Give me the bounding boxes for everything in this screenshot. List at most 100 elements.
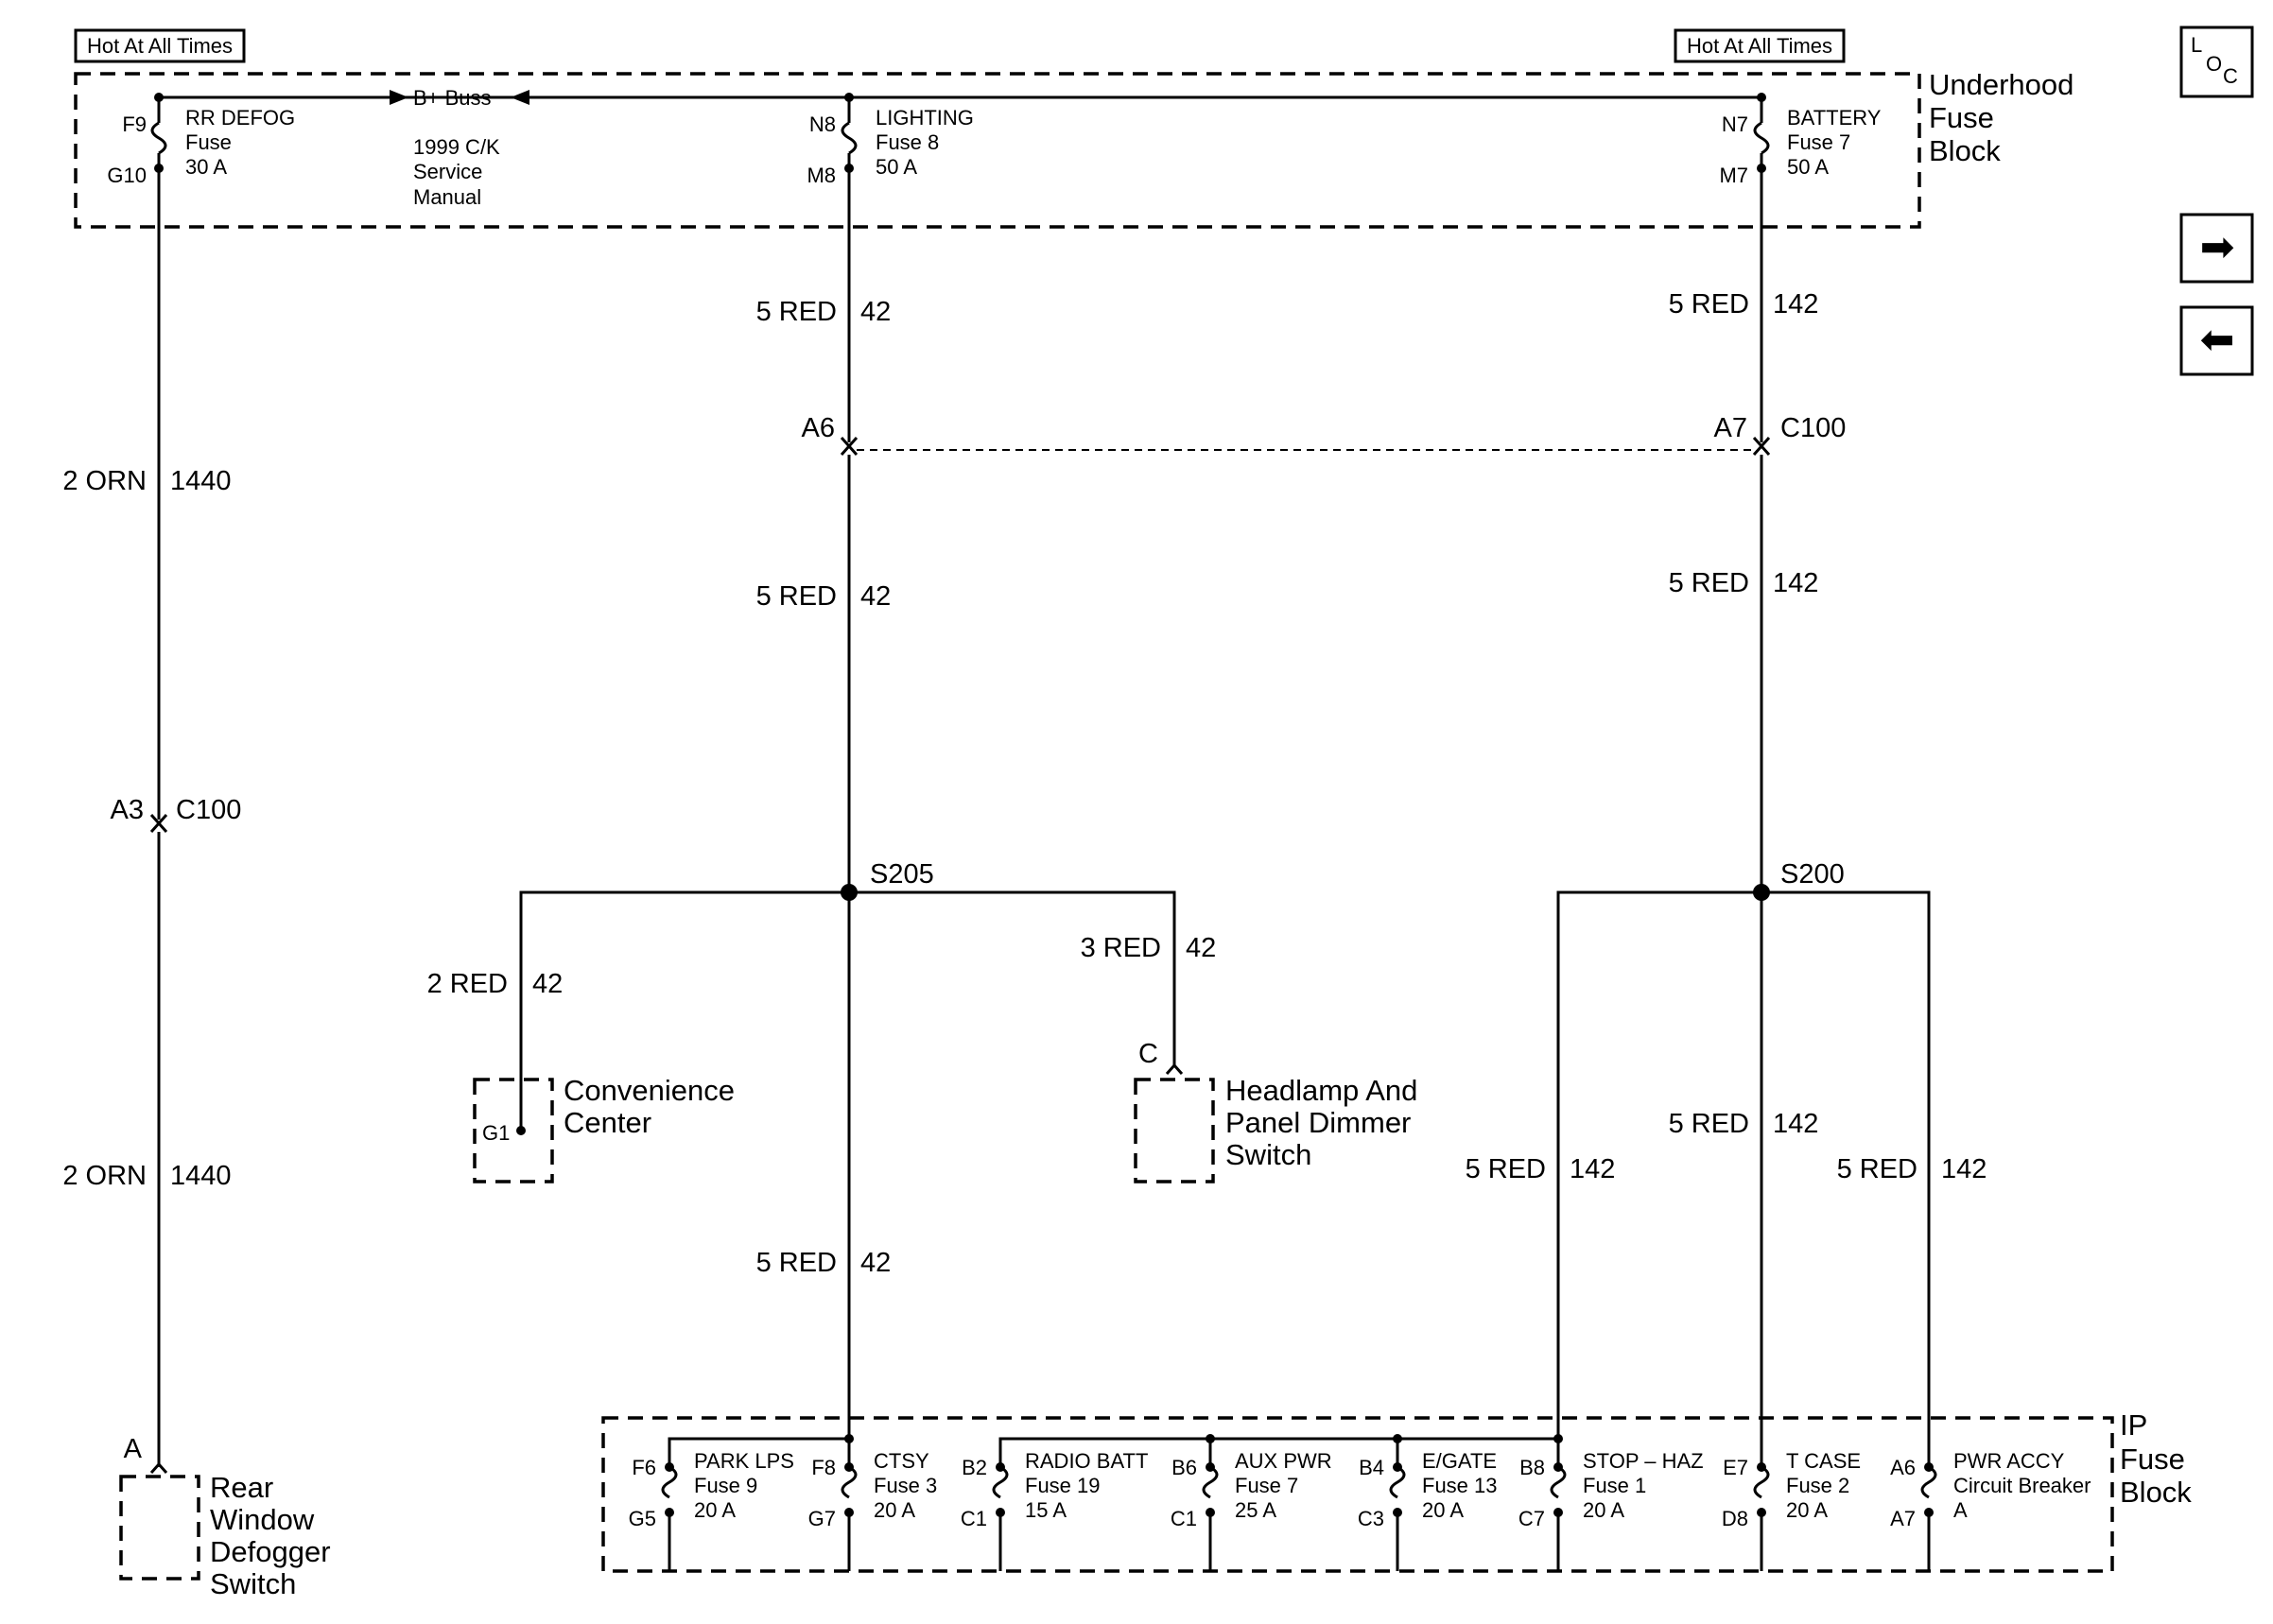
fuse-pin-top: N8 bbox=[809, 112, 836, 136]
wire-42-c-color: 5 RED bbox=[756, 1248, 837, 1278]
wire-142-a-circuit: 142 bbox=[1773, 289, 1818, 320]
ip-fuse-rating: 20 A bbox=[1583, 1498, 1624, 1522]
convenience-label-line1: Convenience bbox=[564, 1074, 735, 1107]
connector-a7-male bbox=[1752, 443, 1771, 456]
fuse-label: Fuse 7 bbox=[1787, 130, 1850, 154]
ip-fuse-label: Fuse 2 bbox=[1786, 1474, 1849, 1497]
ip-title-line2: Fuse bbox=[2120, 1443, 2185, 1476]
connector-c100-right-label: C100 bbox=[1780, 413, 1846, 443]
ip-fuse-pin-bottom: G7 bbox=[808, 1507, 836, 1530]
ip-fuse-pin-bottom: C7 bbox=[1518, 1507, 1545, 1530]
fuse-name: BATTERY bbox=[1787, 106, 1882, 130]
ip-fuse-rating: 15 A bbox=[1025, 1498, 1067, 1522]
fuse-pin-top: N7 bbox=[1722, 112, 1748, 136]
ip-fuse-pin-bottom: G5 bbox=[629, 1507, 656, 1530]
fuse-rating: 30 A bbox=[185, 155, 227, 179]
ip-fuse-name: RADIO BATT bbox=[1025, 1449, 1148, 1473]
connector-a7-label: A7 bbox=[1714, 413, 1747, 443]
forward-button[interactable]: ➡ bbox=[2179, 213, 2254, 284]
rear-window-pin-label: A bbox=[124, 1434, 143, 1464]
fuse-name: RR DEFOG bbox=[185, 106, 295, 130]
ip-fuse-rating: 20 A bbox=[694, 1498, 736, 1522]
wire-142-b-circuit: 142 bbox=[1773, 568, 1818, 598]
wire-142-left-circuit: 142 bbox=[1570, 1154, 1615, 1184]
ip-fuse-label: Fuse 9 bbox=[694, 1474, 757, 1497]
connector-a6-male bbox=[840, 443, 859, 456]
headlamp-pin-label: C bbox=[1138, 1039, 1158, 1069]
ip-fuse-pin-bottom: C1 bbox=[1171, 1507, 1197, 1530]
wire-142-left-color: 5 RED bbox=[1466, 1154, 1546, 1184]
wire-1440-lower-circuit: 1440 bbox=[170, 1161, 232, 1191]
ip-fuse-pin-top: B2 bbox=[962, 1456, 987, 1479]
wire-142-branches bbox=[1556, 890, 1931, 1439]
headlamp-label-line2: Panel Dimmer bbox=[1225, 1106, 1411, 1139]
fuse-label: Fuse 8 bbox=[876, 130, 939, 154]
bbuss-line4: Manual bbox=[413, 185, 481, 209]
connector-a6-label: A6 bbox=[802, 413, 835, 443]
hot-label-right-text: Hot At All Times bbox=[1687, 34, 1832, 58]
location-button[interactable]: L O C bbox=[2179, 26, 2254, 98]
underhood-title-line1: Underhood bbox=[1929, 68, 2073, 101]
wire-142-c-circuit: 142 bbox=[1773, 1109, 1818, 1139]
ip-fuse-pin-bottom: C3 bbox=[1358, 1507, 1384, 1530]
wire-42-b-color: 5 RED bbox=[756, 581, 837, 612]
ip-fuse-name: T CASE bbox=[1786, 1449, 1861, 1473]
ip-title-line1: IP bbox=[2120, 1408, 2147, 1442]
rear-window-label-line4: Switch bbox=[210, 1567, 296, 1600]
underhood-title-line3: Block bbox=[1929, 134, 2001, 167]
wire-42-a-color: 5 RED bbox=[756, 297, 837, 327]
hot-label-left-text: Hot At All Times bbox=[87, 34, 233, 58]
fuse-rating: 50 A bbox=[1787, 155, 1829, 179]
bbuss-line1: B+ Buss bbox=[413, 86, 492, 110]
underhood-fuse-battery: N7 M7 BATTERY Fuse 7 50 A bbox=[1719, 93, 1882, 187]
rear-window-pin-icon bbox=[149, 1461, 168, 1474]
ip-fuse-pin-top: B4 bbox=[1359, 1456, 1384, 1479]
rear-window-label-line2: Window bbox=[210, 1503, 315, 1536]
fuse-pin-top: F9 bbox=[122, 112, 147, 136]
fuse-pin-bottom: G10 bbox=[107, 164, 147, 187]
wire-conv-color: 2 RED bbox=[427, 969, 508, 999]
fuse-label: Fuse bbox=[185, 130, 232, 154]
loc-letter-o: O bbox=[2206, 52, 2222, 76]
headlamp-label-line3: Switch bbox=[1225, 1138, 1311, 1171]
ip-fuse-pin-top: B6 bbox=[1171, 1456, 1197, 1479]
ip-fuse-rating: 20 A bbox=[1422, 1498, 1464, 1522]
wire-142-c-color: 5 RED bbox=[1669, 1109, 1749, 1139]
headlamp-label-line1: Headlamp And bbox=[1225, 1074, 1417, 1107]
wire-42-c-circuit: 42 bbox=[860, 1248, 891, 1278]
ip-fuse-rating: 25 A bbox=[1235, 1498, 1276, 1522]
rear-window-label-line3: Defogger bbox=[210, 1535, 331, 1568]
fuse-pin-bottom: M8 bbox=[807, 164, 836, 187]
fuse-pin-bottom: M7 bbox=[1719, 164, 1748, 187]
bbuss-line3: Service bbox=[413, 160, 482, 183]
splice-s205-label: S205 bbox=[870, 859, 934, 890]
ip-fuse-name: E/GATE bbox=[1422, 1449, 1497, 1473]
wire-headlamp-circuit: 42 bbox=[1186, 933, 1216, 963]
buss-arrow-right-icon bbox=[390, 90, 408, 105]
underhood-fuse-rr-defog: F9 G10 RR DEFOG Fuse 30 A bbox=[107, 93, 295, 187]
back-button[interactable]: ⬅ bbox=[2179, 305, 2254, 376]
wire-1440-lower-color: 2 ORN bbox=[62, 1161, 147, 1191]
wire-conv-circuit: 42 bbox=[532, 969, 563, 999]
ip-fuse-pin-top: F8 bbox=[811, 1456, 836, 1479]
ip-fuse-label: Fuse 1 bbox=[1583, 1474, 1646, 1497]
ip-fuse-label: Fuse 19 bbox=[1025, 1474, 1101, 1497]
underhood-fuse-block-outline bbox=[74, 72, 1921, 229]
ip-fuse-pin-top: F6 bbox=[632, 1456, 656, 1479]
wire-42-b-circuit: 42 bbox=[860, 581, 891, 612]
loc-letter-l: L bbox=[2191, 33, 2202, 57]
ip-title-line3: Block bbox=[2120, 1476, 2192, 1509]
ip-fuse-pin-bottom: C1 bbox=[961, 1507, 987, 1530]
back-arrow-icon: ⬅ bbox=[2200, 317, 2235, 363]
rear-window-defogger-switch-box bbox=[119, 1475, 200, 1581]
ip-fuse-name: PARK LPS bbox=[694, 1449, 794, 1473]
underhood-fuse-lighting: N8 M8 LIGHTING Fuse 8 50 A bbox=[807, 93, 974, 187]
bbuss-line2: 1999 C/K bbox=[413, 135, 500, 159]
